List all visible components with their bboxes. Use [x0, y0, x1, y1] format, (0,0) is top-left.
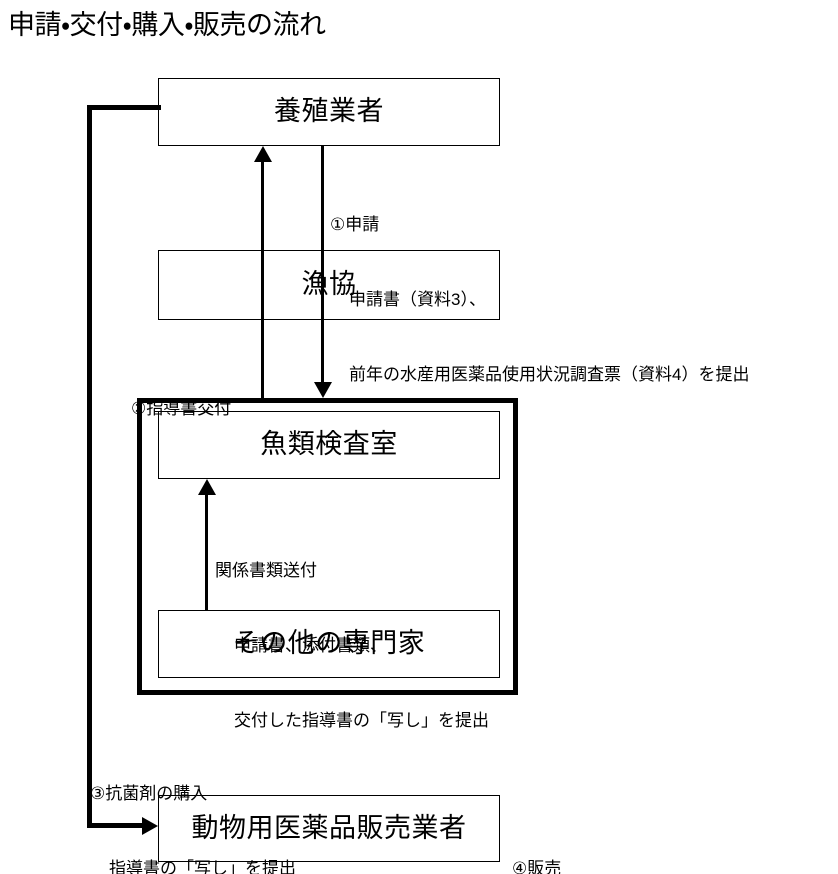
annotation-purchase-head: ③抗菌剤の購入 — [90, 784, 208, 803]
annotation-sale-head: ④販売 — [512, 859, 562, 874]
annotation-apply: ①申請 申請書（資料3）、 前年の水産用医薬品使用状況調査票（資料4）を提出 — [330, 162, 749, 437]
node-expert[interactable]: その他の専門家 — [158, 610, 500, 678]
annotation-issue: ②指導書交付 — [131, 346, 231, 471]
node-expert-label: その他の専門家 — [232, 628, 426, 659]
node-farmer[interactable]: 養殖業者 — [158, 78, 500, 146]
node-farmer-label: 養殖業者 — [274, 96, 384, 127]
connector-purchase-segment-top — [87, 105, 161, 110]
annotation-docs-line2: 申請書、添付書類、 — [234, 636, 387, 655]
annotation-docs-line3: 交付した指導書の「写し」を提出 — [234, 711, 489, 730]
node-lab[interactable]: 魚類検査室 — [158, 411, 500, 479]
node-distributor-label: 動物用医薬品販売業者 — [191, 812, 467, 843]
connector-issue-arrowhead — [254, 146, 272, 162]
connector-purchase-segment-vertical — [87, 105, 92, 828]
annotation-purchase: ③抗菌剤の購入 指導書の「写し」を提出 — [90, 731, 296, 874]
node-coop-label: 漁協 — [301, 269, 357, 300]
node-lab-label: 魚類検査室 — [260, 429, 398, 460]
page-title: 申請・交付・購入・販売の流れ — [8, 10, 326, 40]
annotation-docs: 関係書類送付 申請書、添付書類、 交付した指導書の「写し」を提出 — [215, 508, 489, 783]
connector-docs-arrowhead — [198, 479, 216, 495]
connector-apply-line — [321, 146, 324, 382]
annotation-apply-head: ①申請 — [330, 215, 380, 234]
connector-issue-line — [261, 162, 264, 398]
annotation-docs-head: 関係書類送付 — [215, 561, 317, 580]
annotation-apply-line2: 申請書（資料3）、 — [349, 290, 486, 309]
annotation-sale: ④販売 指導書の「写し」を2年間保管 — [512, 806, 761, 874]
node-distributor[interactable]: 動物用医薬品販売業者 — [158, 795, 500, 862]
connector-apply-arrowhead — [314, 382, 332, 398]
annotation-apply-line3: 前年の水産用医薬品使用状況調査票（資料4）を提出 — [349, 365, 750, 384]
connector-purchase-segment-bottom — [87, 823, 142, 828]
annotation-purchase-line2: 指導書の「写し」を提出 — [109, 859, 296, 874]
connector-docs-line — [205, 495, 208, 610]
annotation-issue-head: ②指導書交付 — [131, 399, 232, 418]
connector-purchase-arrowhead — [142, 817, 158, 835]
node-coop[interactable]: 漁協 — [158, 250, 500, 320]
